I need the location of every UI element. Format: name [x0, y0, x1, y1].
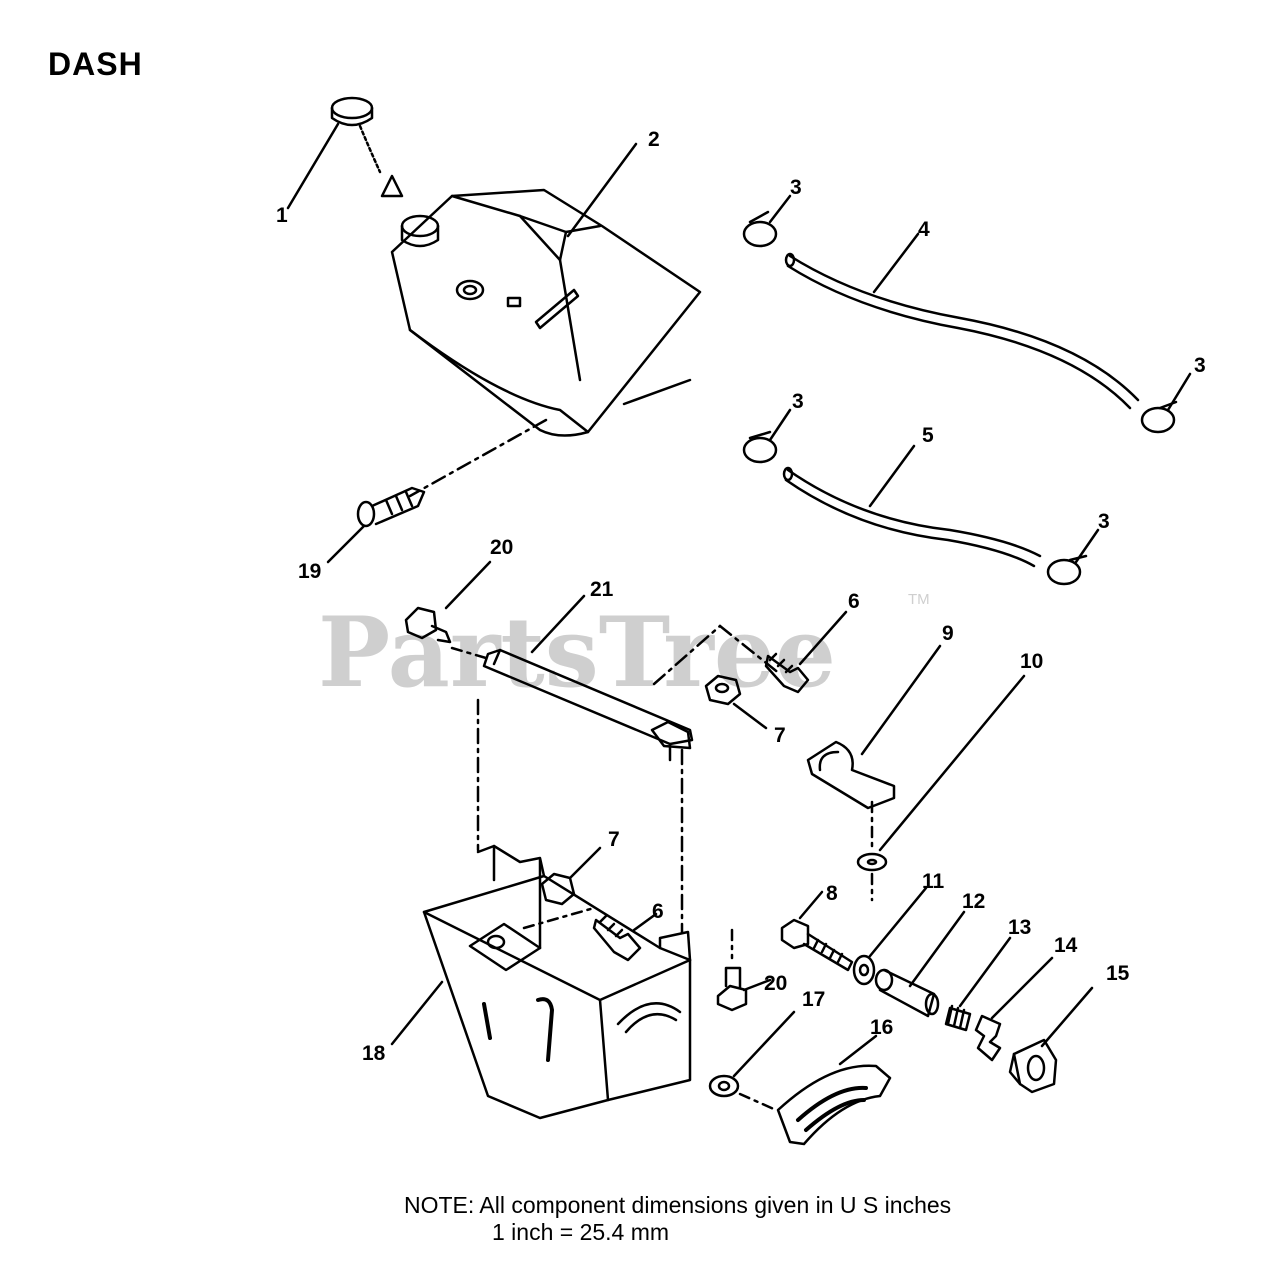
washer-part: [856, 674, 1026, 902]
callout-17: 17: [802, 988, 825, 1011]
callout-3b: 3: [1194, 354, 1206, 377]
nut-upper-part: [704, 674, 768, 730]
retainer-part: [974, 956, 1054, 1062]
dimension-note: NOTE: All component dimensions given in …: [404, 1192, 951, 1246]
callout-14: 14: [1054, 934, 1078, 957]
hex-bolt-upper-part: [404, 560, 492, 660]
callout-15: 15: [1106, 962, 1130, 985]
screw-lower-part: [592, 912, 658, 962]
fuel-tank-part: [390, 142, 702, 498]
callout-3a: 3: [790, 176, 802, 199]
callout-20b: 20: [764, 972, 787, 995]
watermark: PartsTree: [318, 596, 836, 709]
bushing-part: [874, 910, 966, 1018]
callout-7a: 7: [774, 724, 786, 747]
lever-plate-part: [776, 1034, 892, 1146]
page-title: DASH: [48, 46, 143, 82]
dash-panel-part: [390, 844, 692, 1120]
callout-5: 5: [922, 424, 934, 447]
callout-2: 2: [648, 128, 660, 151]
callout-19: 19: [298, 560, 321, 583]
callout-4: 4: [918, 218, 930, 241]
callout-18: 18: [362, 1042, 386, 1065]
screw-upper-part: [764, 610, 848, 694]
push-rivet-part: [326, 486, 426, 564]
fuel-line-upper-part: [784, 232, 1140, 410]
bolt-part: [780, 890, 854, 972]
note-line-2: 1 inch = 25.4 mm: [492, 1219, 670, 1245]
grommet-part: [708, 1010, 796, 1112]
callout-11: 11: [922, 870, 945, 893]
watermark-tm: TM: [908, 591, 930, 608]
callout-1: 1: [276, 204, 288, 227]
bracket-part: [1008, 986, 1094, 1094]
callout-21: 21: [590, 578, 614, 601]
spacer-washer-part: [852, 886, 928, 986]
callout-20a: 20: [490, 536, 513, 559]
callout-8: 8: [826, 882, 838, 905]
fuel-cap-part: [286, 96, 404, 210]
note-line-1: NOTE: All component dimensions given in …: [404, 1192, 952, 1218]
callout-3d: 3: [1098, 510, 1110, 533]
callout-13: 13: [1008, 916, 1031, 939]
callout-7b: 7: [608, 828, 620, 851]
hose-clamp-part: [742, 194, 1192, 586]
callout-10: 10: [1020, 650, 1043, 673]
mounting-bracket-part: [476, 594, 782, 934]
clip-part: [806, 644, 942, 850]
fuel-line-lower-part: [782, 444, 1042, 568]
callout-12: 12: [962, 890, 985, 913]
callout-3c: 3: [792, 390, 804, 413]
spring-part: [944, 936, 1012, 1032]
callout-16: 16: [870, 1016, 893, 1039]
hex-bolt-lower-part: [716, 928, 772, 1012]
nut-lower-part: [522, 846, 602, 930]
callout-9: 9: [942, 622, 954, 645]
callout-6a: 6: [848, 590, 860, 613]
callout-6b: 6: [652, 900, 664, 923]
